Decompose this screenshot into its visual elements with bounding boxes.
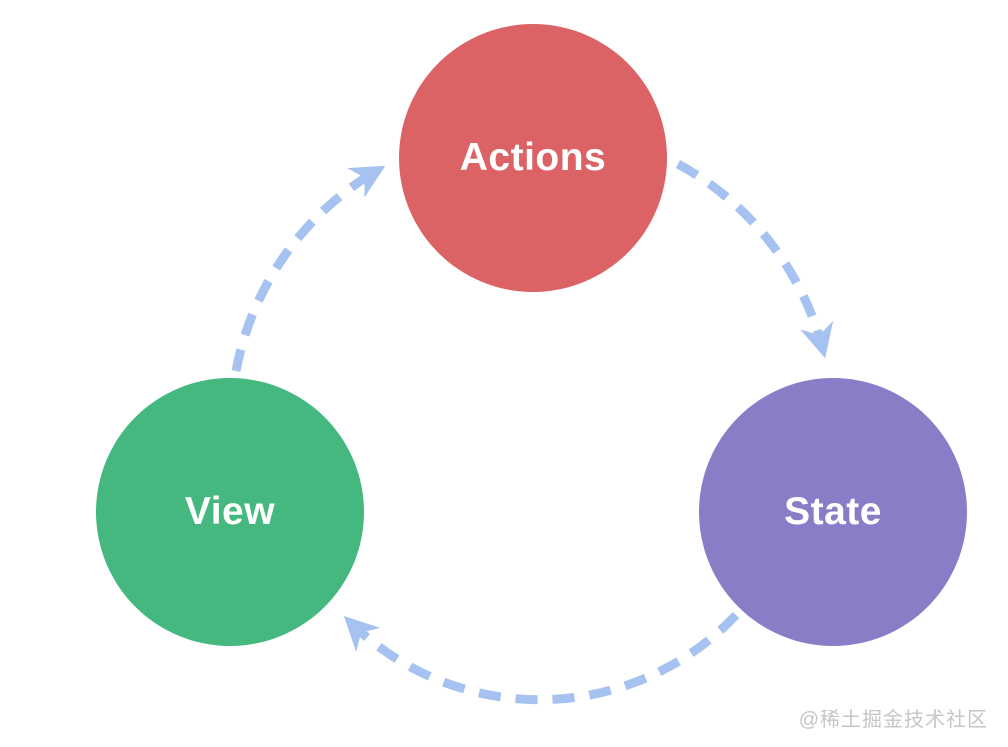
arrow-state-to-view xyxy=(343,611,740,705)
node-state: State xyxy=(699,378,967,646)
arrow-actions-to-state xyxy=(675,160,834,359)
node-actions-label: Actions xyxy=(459,136,607,179)
node-view: View xyxy=(96,378,364,646)
node-view-label: View xyxy=(184,490,276,533)
node-state-label: State xyxy=(784,490,882,533)
watermark-text: @稀土掘金技术社区 xyxy=(798,709,988,731)
arrow-view-to-actions xyxy=(231,165,386,372)
node-actions: Actions xyxy=(399,24,667,292)
